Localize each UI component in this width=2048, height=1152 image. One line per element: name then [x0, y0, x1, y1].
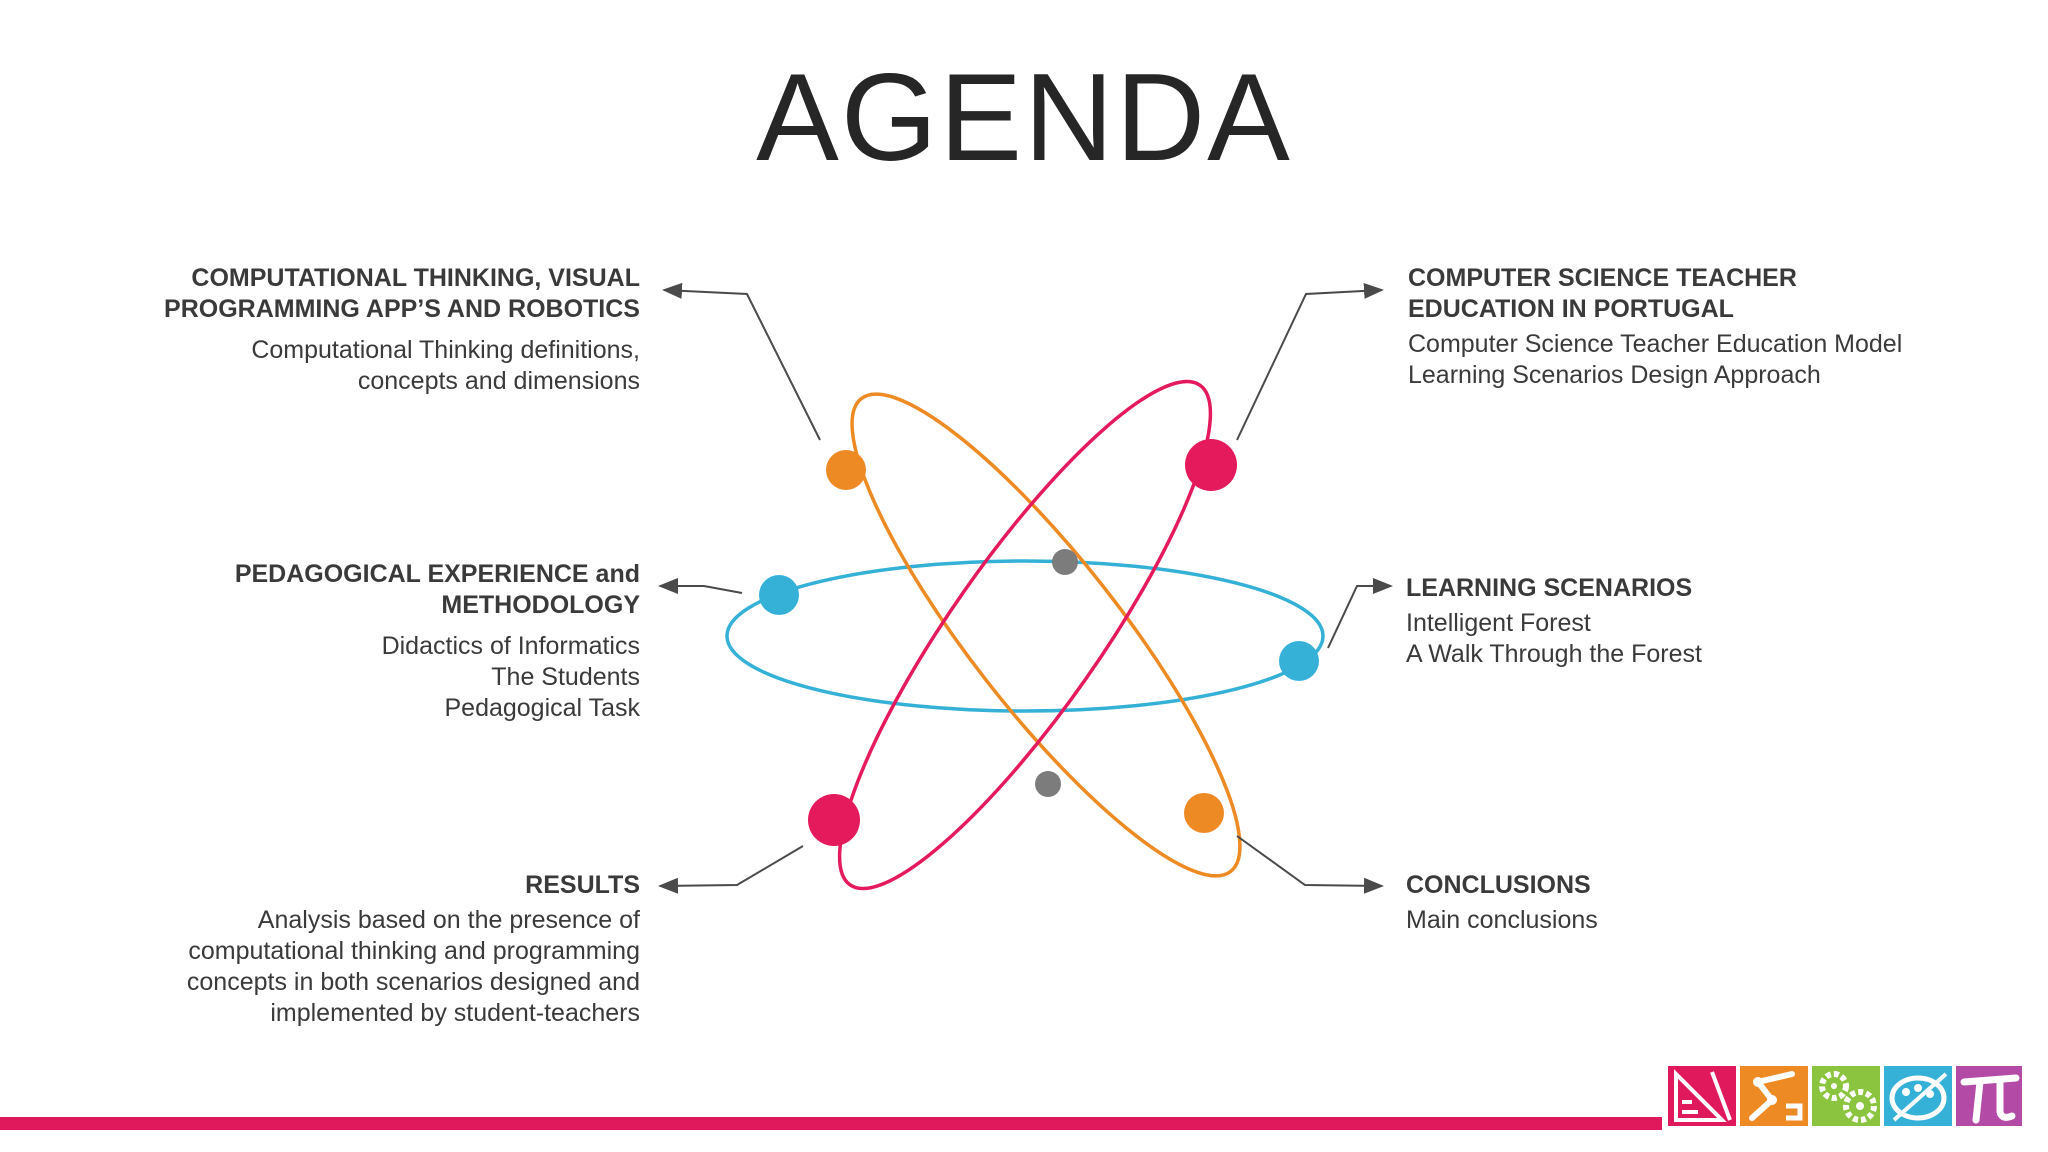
- agenda-section-scenarios: LEARNING SCENARIOS Intelligent Forest A …: [1406, 573, 2006, 670]
- section-item: Didactics of Informatics: [381, 632, 640, 660]
- orbit-orange: [850, 392, 1242, 878]
- arrow-scenarios: [1327, 578, 1393, 649]
- section-item: The Students: [491, 663, 640, 691]
- section-heading-line: CONCLUSIONS: [1406, 871, 1591, 899]
- section-item: Learning Scenarios Design Approach: [1408, 361, 1821, 389]
- section-item: Computer Science Teacher Education Model: [1408, 330, 1903, 358]
- arrow-conclusions: [1236, 835, 1384, 894]
- section-item: Analysis based on the presence of: [257, 906, 640, 934]
- section-item: Intelligent Forest: [1406, 609, 1591, 637]
- agenda-section-ct: COMPUTATIONAL THINKING, VISUAL PROGRAMMI…: [100, 263, 640, 397]
- pi-icon: [1956, 1066, 2022, 1126]
- section-heading-line: PEDAGOGICAL EXPERIENCE and: [234, 560, 640, 588]
- node-blue-right: [1279, 641, 1319, 681]
- arrow-cste: [1236, 282, 1384, 441]
- node-pink-bottom: [808, 794, 860, 846]
- orbit-pink: [837, 379, 1213, 891]
- arrow-pedagogical: [658, 578, 743, 594]
- section-item: computational thinking and programming: [188, 937, 640, 965]
- node-gray-top: [1052, 549, 1078, 575]
- section-heading-line: RESULTS: [525, 871, 640, 899]
- node-orange-top: [826, 450, 866, 490]
- section-item: concepts in both scenarios designed and: [186, 968, 640, 996]
- arrow-ct: [662, 282, 821, 441]
- section-item: concepts and dimensions: [357, 367, 640, 395]
- section-item: A Walk Through the Forest: [1406, 640, 1702, 668]
- section-item: Main conclusions: [1406, 906, 1598, 934]
- gears-icon: [1812, 1066, 1880, 1126]
- section-heading-line: COMPUTATIONAL THINKING, VISUAL: [191, 264, 640, 292]
- node-blue-left: [759, 575, 799, 615]
- page-title: AGENDA: [756, 49, 1292, 187]
- agenda-section-pedagogical: PEDAGOGICAL EXPERIENCE and METHODOLOGY D…: [100, 559, 640, 724]
- section-heading-line: PROGRAMMING APP’S AND ROBOTICS: [164, 295, 640, 323]
- agenda-section-cste: COMPUTER SCIENCE TEACHER EDUCATION IN PO…: [1408, 263, 2008, 391]
- arrow-results: [658, 845, 804, 894]
- project-logo: [1668, 1066, 2022, 1126]
- node-orange-bottom: [1184, 793, 1224, 833]
- orbit-blue: [725, 559, 1325, 713]
- section-heading-line: EDUCATION IN PORTUGAL: [1408, 295, 1734, 323]
- section-item: implemented by student-teachers: [270, 999, 640, 1027]
- section-item: Computational Thinking definitions,: [251, 336, 640, 364]
- bottom-accent-bar: [0, 1117, 1662, 1130]
- section-heading-line: LEARNING SCENARIOS: [1406, 574, 1693, 602]
- node-gray-bottom: [1035, 771, 1061, 797]
- section-heading-line: METHODOLOGY: [441, 591, 640, 619]
- ruler-icon: [1668, 1066, 1736, 1126]
- robot-arm-icon: [1740, 1066, 1808, 1126]
- section-item: Pedagogical Task: [444, 694, 640, 722]
- agenda-section-conclusions: CONCLUSIONS Main conclusions: [1406, 870, 2006, 936]
- section-heading-line: COMPUTER SCIENCE TEACHER: [1408, 264, 1797, 292]
- agenda-section-results: RESULTS Analysis based on the presence o…: [100, 870, 640, 1029]
- palette-icon: [1884, 1066, 1952, 1126]
- node-pink-top: [1185, 439, 1237, 491]
